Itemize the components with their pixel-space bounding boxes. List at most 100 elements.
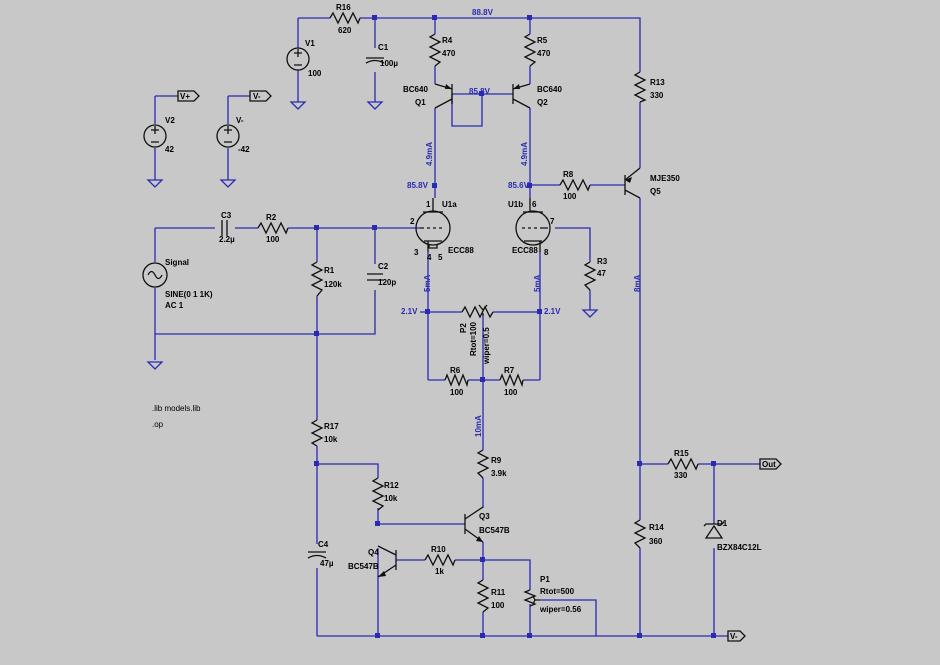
- capacitor-c1[interactable]: C1 100µ: [365, 43, 398, 68]
- r11-value: 100: [491, 601, 505, 610]
- resistor-r17[interactable]: R17 10k: [310, 419, 339, 447]
- q3-model: BC547B: [479, 526, 510, 535]
- c3-name: C3: [221, 211, 232, 220]
- r15-value: 330: [674, 471, 688, 480]
- resistor-r2[interactable]: R2 100: [257, 213, 289, 244]
- zener-diode-d1[interactable]: D1 BZX84C12L: [703, 519, 762, 552]
- c2-value: 120p: [378, 278, 396, 287]
- r4-name: R4: [442, 36, 453, 45]
- transistor-q5[interactable]: MJE350 Q5: [624, 167, 680, 199]
- capacitor-c3[interactable]: C3 2.2µ: [219, 211, 235, 244]
- r9-name: R9: [491, 456, 502, 465]
- transistor-q1[interactable]: BC640 Q1: [403, 83, 453, 109]
- flag-out: Out: [759, 458, 782, 470]
- resistor-r1[interactable]: R1 120k: [310, 261, 342, 297]
- voltage-source-v1[interactable]: V1 100: [286, 39, 322, 78]
- vminus-name: V-: [236, 116, 244, 125]
- u1a-pin5: 5: [438, 253, 443, 262]
- u1a-name: U1a: [442, 200, 457, 209]
- r13-value: 330: [650, 91, 664, 100]
- resistor-r10[interactable]: R10 1k: [424, 545, 456, 576]
- voltage-source-v2[interactable]: V2 42: [143, 95, 178, 180]
- svg-text:Out: Out: [762, 460, 776, 469]
- resistor-r14[interactable]: R14 360: [633, 519, 664, 549]
- r13-name: R13: [650, 78, 665, 87]
- resistor-r15[interactable]: R15 330: [667, 449, 699, 480]
- resistor-r9[interactable]: R9 3.9k: [476, 449, 507, 479]
- transistor-q2[interactable]: BC640 Q2: [512, 83, 562, 109]
- signal-value: SINE(0 1 1K): [165, 290, 213, 299]
- r7-name: R7: [504, 366, 515, 375]
- directive-op[interactable]: .op: [152, 420, 164, 429]
- resistor-r5[interactable]: R5 470: [523, 33, 551, 67]
- capacitor-c4[interactable]: C4 47µ: [307, 540, 334, 568]
- voltage-source-vminus[interactable]: V- -42: [216, 95, 250, 180]
- signal-source[interactable]: Signal SINE(0 1 1K) AC 1: [142, 258, 213, 310]
- c2-name: C2: [378, 262, 389, 271]
- r8-name: R8: [563, 170, 574, 179]
- resistor-r12[interactable]: R12 10k: [371, 477, 399, 511]
- u1b-pin8: 8: [544, 248, 549, 257]
- d1-model: BZX84C12L: [717, 543, 762, 552]
- c1-value: 100µ: [380, 59, 398, 68]
- plate-b-voltage: 85.6V: [508, 181, 530, 190]
- p2-name: P2: [459, 323, 468, 333]
- directive-lib[interactable]: .lib models.lib: [152, 404, 201, 413]
- vminus-value: -42: [238, 145, 250, 154]
- triode-u1b[interactable]: 6 7 8 U1b ECC88: [508, 198, 555, 257]
- svg-text:V-: V-: [253, 92, 261, 101]
- signal-ac: AC 1: [165, 301, 184, 310]
- p2-wiper: wiper=0.5: [482, 327, 491, 365]
- q5-model: MJE350: [650, 174, 680, 183]
- p1-name: P1: [540, 575, 550, 584]
- resistor-r4[interactable]: R4 470: [428, 33, 456, 67]
- wires: [154, 17, 760, 637]
- r3-name: R3: [597, 257, 608, 266]
- resistor-r7[interactable]: R7 100: [499, 366, 524, 397]
- top-net-voltage: 88.8V: [472, 8, 494, 17]
- r6-name: R6: [450, 366, 461, 375]
- ground-symbols: [146, 101, 599, 370]
- resistor-r8[interactable]: R8 100: [559, 170, 591, 201]
- flag-vminus-right: V-: [727, 630, 746, 642]
- tube-b-current: 5mA: [533, 274, 542, 292]
- resistor-r3[interactable]: R3 47: [583, 257, 608, 291]
- spice-directives[interactable]: .lib models.lib .op: [152, 404, 201, 429]
- transistor-q4[interactable]: Q4 BC547B: [348, 545, 397, 578]
- q2-current: 4.9mA: [520, 142, 529, 166]
- resistor-r6[interactable]: R6 100: [444, 366, 469, 397]
- c3-value: 2.2µ: [219, 235, 235, 244]
- r4-value: 470: [442, 49, 456, 58]
- flag-vminus-left: V-: [249, 90, 272, 102]
- q3-name: Q3: [479, 512, 490, 521]
- resistor-r13[interactable]: R13 330: [633, 71, 665, 103]
- junction-dots: [314, 15, 716, 638]
- transistor-q3[interactable]: Q3 BC547B: [464, 506, 510, 543]
- r17-value: 10k: [324, 435, 338, 444]
- capacitor-c2[interactable]: C2 120p: [367, 262, 396, 287]
- r1-name: R1: [324, 266, 335, 275]
- r2-name: R2: [266, 213, 277, 222]
- flag-vplus: V+: [177, 90, 200, 102]
- r14-name: R14: [649, 523, 664, 532]
- u1a-model: ECC88: [448, 246, 474, 255]
- r6-value: 100: [450, 388, 464, 397]
- c4-name: C4: [318, 540, 329, 549]
- r2-value: 100: [266, 235, 280, 244]
- u1a-pin1: 1: [426, 200, 431, 209]
- u1b-model: ECC88: [512, 246, 538, 255]
- u1b-pin6: 6: [532, 200, 537, 209]
- plate-a-voltage: 85.8V: [407, 181, 429, 190]
- potentiometer-p1[interactable]: P1 Rtot=500 wiper=0.56: [523, 575, 582, 614]
- triode-u1a[interactable]: 1 2 3 4 5 U1a ECC88: [410, 198, 474, 262]
- r7-value: 100: [504, 388, 518, 397]
- v1-name: V1: [305, 39, 315, 48]
- q2-name: Q2: [537, 98, 548, 107]
- operating-point-labels: 88.8V 85.8V 4.9mA 4.9mA 85.8V 85.6V 5mA …: [401, 8, 642, 437]
- r15-name: R15: [674, 449, 689, 458]
- resistor-r16[interactable]: R16 620: [329, 3, 361, 35]
- r10-name: R10: [431, 545, 446, 554]
- resistor-r11[interactable]: R11 100: [476, 579, 506, 613]
- u1b-pin7: 7: [550, 217, 555, 226]
- potentiometer-p2[interactable]: P2 Rtot=100 wiper=0.5: [459, 304, 494, 365]
